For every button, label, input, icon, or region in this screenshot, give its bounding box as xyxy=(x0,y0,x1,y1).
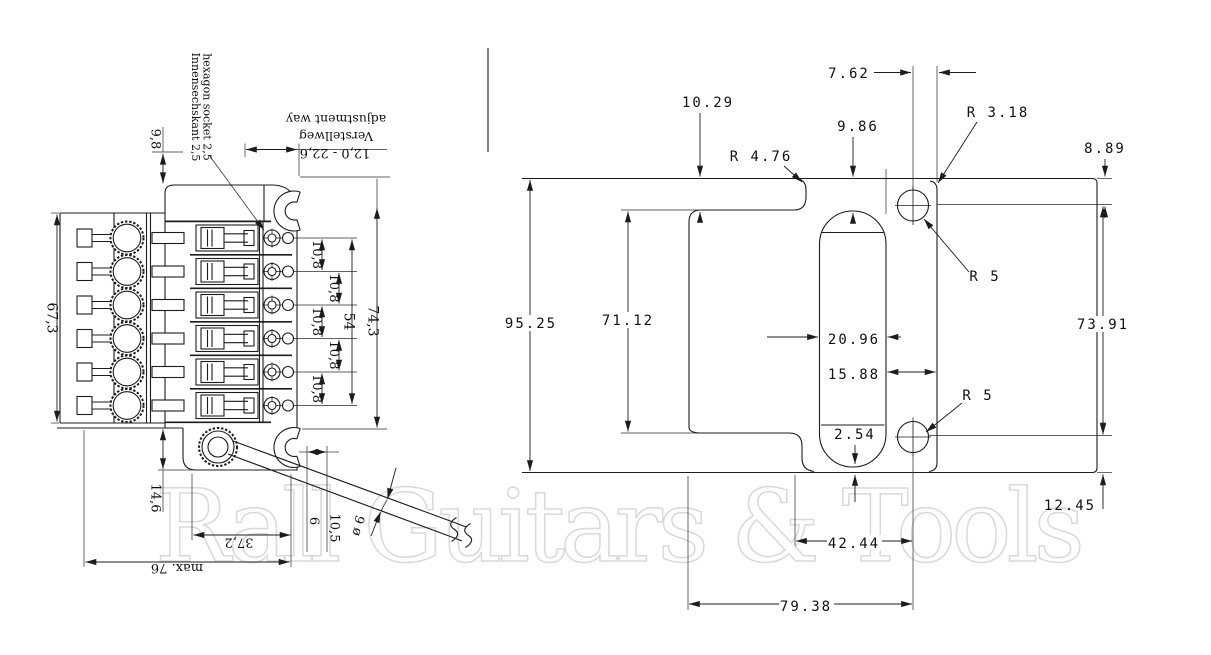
dim-label-step-depth-mid: 9.86 xyxy=(837,119,879,135)
dim-label-stud-to-wall: 7.62 xyxy=(828,66,870,82)
arm-socket-bottom xyxy=(273,426,301,469)
dim-label-step-depth-left: 10.29 xyxy=(682,95,734,111)
arm-socket-top xyxy=(263,185,301,232)
dim-label-top-margin-right: 8.89 xyxy=(1084,141,1126,157)
dim-label-slot-to-wall: 15.88 xyxy=(828,367,880,383)
right-view-template: 10.29 7.62 9.86 R 4.76 R 3.18 8.89 95.25… xyxy=(503,66,1132,615)
right-wall-line xyxy=(928,180,938,473)
dim-label-base-length: 37,2 xyxy=(225,535,254,550)
dim-label-adjustment-range: 12,0 - 22,6 xyxy=(300,145,371,160)
dim-label-right-side-height: 73.91 xyxy=(1077,317,1129,333)
dim-label-pocket-height: 71.12 xyxy=(602,313,654,329)
dim-label-arm-diameter: ø 6 xyxy=(348,514,369,538)
right-extension-lines xyxy=(621,66,1112,610)
dim-label-body-width: 67,3 xyxy=(44,302,60,333)
note-hex-socket-en: hexagon socket 2,5 xyxy=(201,53,214,161)
dim-label-saddle-step: 9,8 xyxy=(148,129,163,150)
dim-label-base-height: 14,6 xyxy=(148,484,163,513)
dim-label-string-spacing-1: 10,8 xyxy=(309,240,324,269)
dim-label-stud-radius-top: R 5 xyxy=(969,269,1000,285)
dim-label-arm-offset-b: 10,5 xyxy=(327,514,342,543)
dim-label-overall-height: 95.25 xyxy=(505,316,557,332)
dim-label-max-length: max. 76 xyxy=(151,560,203,575)
dim-label-slot-width: 20.96 xyxy=(828,332,880,348)
note-adjustment-de: Verstellweg xyxy=(299,129,374,144)
tremolo-arm xyxy=(198,427,473,548)
dim-label-string-spacing-5: 10,8 xyxy=(309,374,324,403)
dim-label-stud-radius-bottom: R 5 xyxy=(962,388,993,404)
dim-label-stud-spacing: 42.44 xyxy=(828,536,880,552)
dim-label-overall-width: 79.38 xyxy=(780,599,832,615)
dim-label-fillet-radius-right: R 3.18 xyxy=(967,105,1030,121)
left-view-bridge: 9,8 Innensechskant 2,5 hexagon socket 2,… xyxy=(44,53,473,575)
dim-label-string-spacing-4: 10,8 xyxy=(326,341,341,370)
dim-label-string-span: 54 xyxy=(341,313,357,331)
dim-label-overall-width: 74,3 xyxy=(365,305,381,336)
left-dimension-lines xyxy=(53,146,397,566)
module-dividers xyxy=(165,220,292,424)
center-slot xyxy=(818,210,887,468)
dim-label-string-spacing-3: 10,8 xyxy=(309,307,324,336)
dim-label-slot-bottom-gap: 2.54 xyxy=(834,427,876,443)
arm-break-symbol xyxy=(450,517,459,542)
left-extension-lines xyxy=(51,127,390,567)
watermark-text: Rall Guitars & Tools xyxy=(155,468,1085,585)
dim-label-bottom-margin: 12.45 xyxy=(1044,498,1096,514)
dim-label-string-spacing-2: 10,8 xyxy=(326,274,341,303)
pocket-contour xyxy=(688,177,815,473)
note-hex-socket-de: Innensechskant 2,5 xyxy=(189,53,202,162)
dim-label-fillet-radius-left: R 4.76 xyxy=(730,149,793,165)
dim-label-arm-offset-a: 6 xyxy=(306,517,321,525)
stud-hole-bottom xyxy=(895,417,931,457)
note-adjustment-en: adjustment way xyxy=(285,112,386,127)
